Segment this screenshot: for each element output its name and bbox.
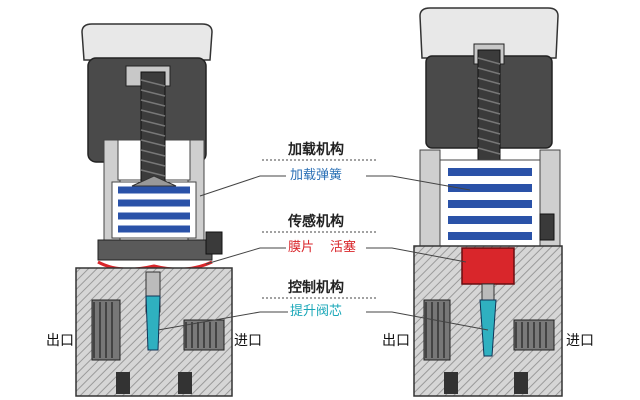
right-inlet-label: 进口 xyxy=(566,333,594,349)
left-outlet-label: 出口 xyxy=(46,333,74,349)
right-knob xyxy=(419,7,559,59)
loading-spring-label: 加载弹簧 xyxy=(290,168,343,183)
poppet-label: 提升阀芯 xyxy=(290,304,343,319)
right-poppet xyxy=(479,299,497,357)
right-regulator xyxy=(413,7,563,397)
right-outlet-label: 出口 xyxy=(382,333,410,349)
piston-label: 活塞 xyxy=(330,240,357,255)
left-loading-spring xyxy=(118,186,190,233)
left-regulator xyxy=(75,23,233,397)
right-piston xyxy=(461,247,515,285)
left-inlet-label: 进口 xyxy=(234,333,262,349)
left-knob xyxy=(81,23,213,61)
left-diaphragm xyxy=(97,260,213,271)
sensing-mechanism-label: 传感机构 xyxy=(288,214,344,230)
loading-mechanism-label: 加载机构 xyxy=(288,142,344,158)
leader-lines xyxy=(157,159,489,331)
diaphragm-label: 膜片 xyxy=(288,240,315,255)
control-mechanism-label: 控制机构 xyxy=(288,280,344,296)
left-poppet xyxy=(145,295,161,351)
right-loading-spring xyxy=(448,168,532,240)
